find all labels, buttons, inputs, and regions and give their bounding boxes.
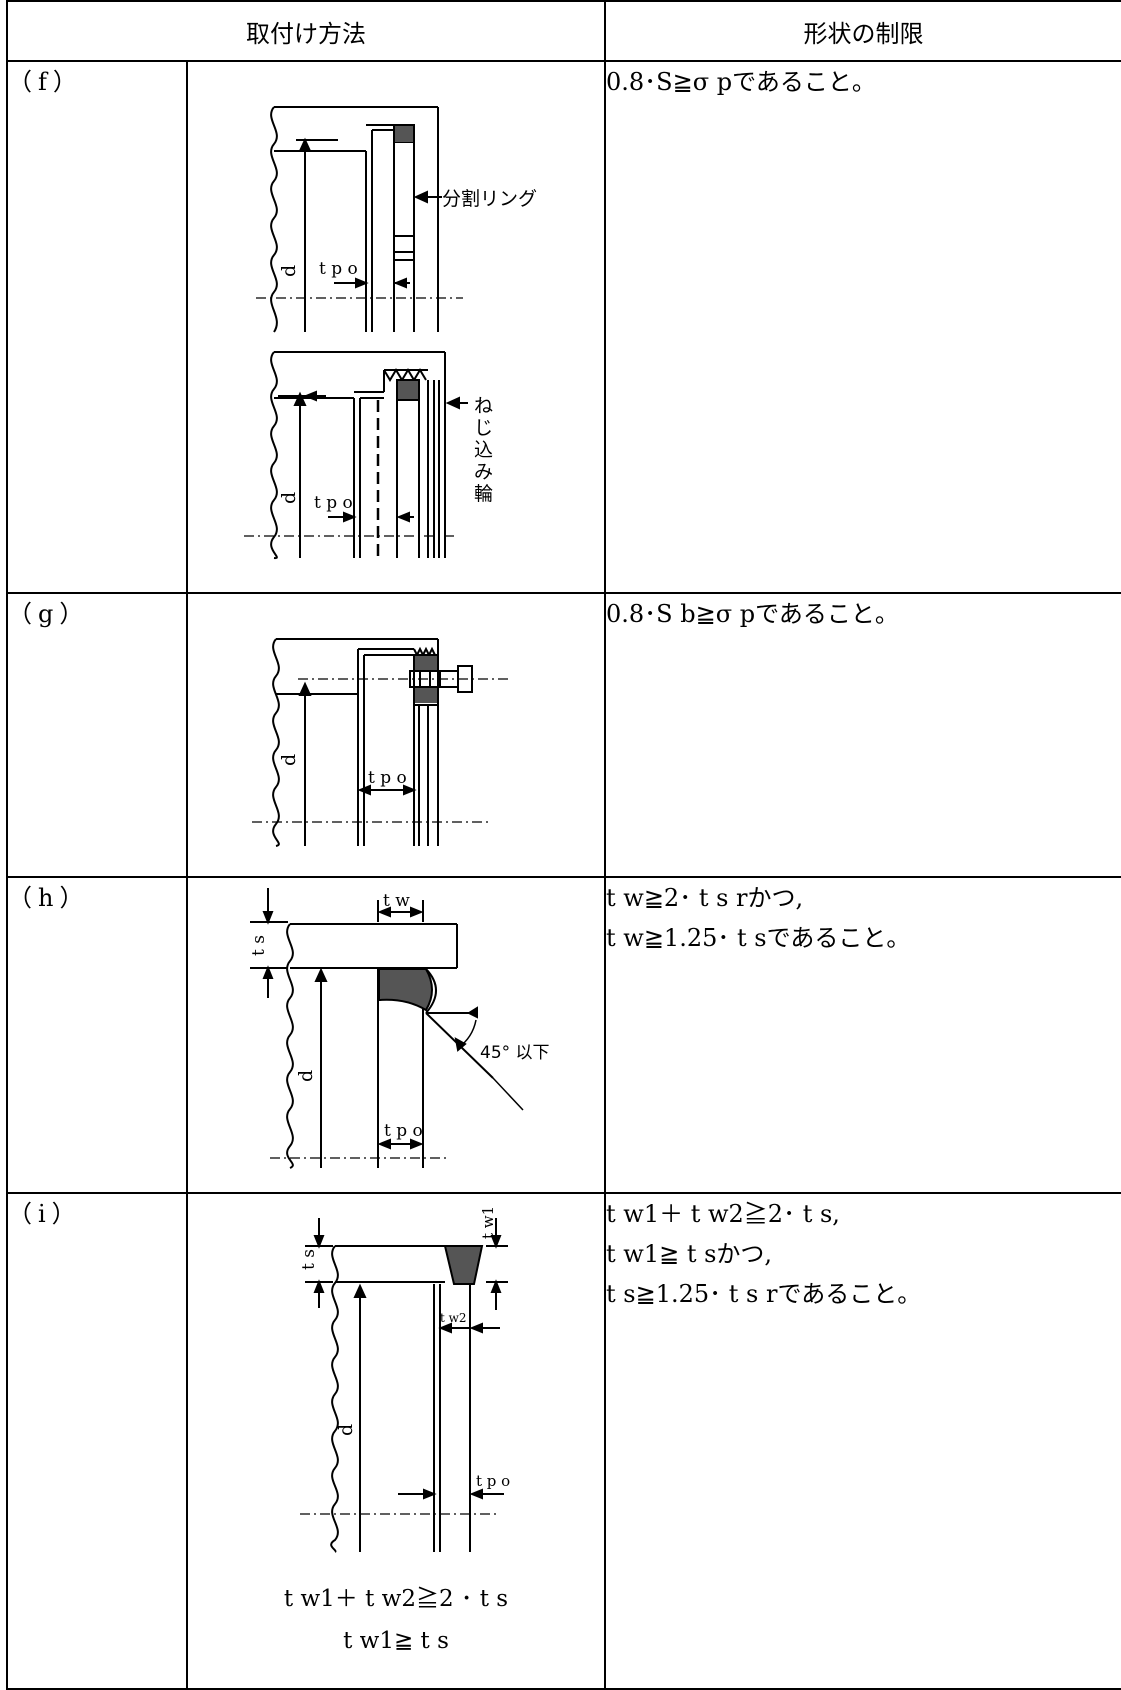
ts-label: t s (299, 1249, 319, 1270)
condition-cell: 0.8･S≧σ pであること。 (604, 60, 1121, 594)
formula-note: t w1≧ t s (343, 1628, 449, 1654)
condition-text: t w≧1.25･ t sであること。 (606, 924, 911, 952)
header-method: 取付け方法 (6, 0, 606, 62)
diagram-h: t w t s d t p o 45° 以下 (249, 888, 550, 1169)
formula-note: t w1＋ t w2≧2 ･ t s (283, 1586, 509, 1612)
diameter-label: d (295, 1070, 317, 1082)
condition-cell: t w≧2･ t s rかつ, t w≧1.25･ t sであること。 (604, 876, 1121, 1194)
table-row: （f） (6, 60, 1121, 594)
screw-ring-label: ね じ 込 み 輪 (474, 395, 499, 505)
figure-cell: 分割リング d t p o (186, 60, 606, 594)
header-shape-limit: 形状の制限 (604, 0, 1121, 62)
gasket-hatch (415, 656, 437, 670)
condition-text: t w1＋ t w2≧2･ t s, (606, 1200, 840, 1228)
weld-hatch (378, 968, 433, 1012)
diameter-label-lower: d (278, 492, 300, 504)
diagram-i: t s t w1 t w2 d t p o (299, 1206, 510, 1553)
tw2-label: t w2 (440, 1311, 467, 1325)
attachment-method-table: 取付け方法 形状の制限 （f） (6, 0, 1121, 1690)
diameter-label: d (278, 754, 300, 766)
angle-label: 45° 以下 (480, 1043, 550, 1063)
tw1-label: t w1 (479, 1206, 497, 1239)
table-header-row: 取付け方法 形状の制限 (6, 0, 1121, 62)
row-label: （h） (6, 876, 188, 1194)
tpo-label: t p o (476, 1472, 510, 1490)
row-label: （i） (6, 1192, 188, 1690)
tw-label: t w (383, 891, 410, 911)
gasket-hatch-lower (398, 381, 418, 399)
condition-cell: t w1＋ t w2≧2･ t s, t w1≧ t sかつ, t s≧1.25… (604, 1192, 1121, 1690)
weld-hatch (443, 1245, 484, 1285)
row-label: （f） (6, 60, 188, 594)
condition-cell: 0.8･S b≧σ pであること。 (604, 592, 1121, 878)
gasket-hatch-bottom (415, 688, 437, 703)
diagram-f: 分割リング d t p o (244, 106, 537, 560)
condition-text: t w≧2･ t s rかつ, (606, 884, 804, 912)
gasket-hatch (395, 126, 413, 142)
tpo-label: t p o (319, 259, 358, 279)
tpo-label: t p o (384, 1121, 423, 1141)
condition-text: t s≧1.25･ t s rであること。 (606, 1280, 922, 1308)
weld-outline (425, 968, 437, 1014)
table-row: （g） (6, 592, 1121, 878)
diagram-g: d t p o (252, 638, 508, 847)
condition-text: t w1≧ t sかつ, (606, 1240, 773, 1268)
tpo-label-lower: t p o (314, 493, 353, 513)
ts-label: t s (249, 935, 269, 956)
table-row: （h） (6, 876, 1121, 1194)
tpo-label: t p o (368, 768, 407, 788)
table-row: （i） (6, 1192, 1121, 1690)
diameter-label: d (278, 265, 300, 277)
condition-text: 0.8･S b≧σ pであること。 (606, 600, 899, 628)
figure-cell: d t p o (186, 592, 606, 878)
figure-cell: t w t s d t p o 45° 以下 (186, 876, 606, 1194)
diameter-label: d (335, 1424, 357, 1436)
split-ring-label: 分割リング (442, 188, 537, 210)
row-label: （g） (6, 592, 188, 878)
condition-text: 0.8･S≧σ pであること。 (606, 68, 876, 96)
figure-cell: t s t w1 t w2 d t p o t w1＋ t w2≧2 ･ t s… (186, 1192, 606, 1690)
